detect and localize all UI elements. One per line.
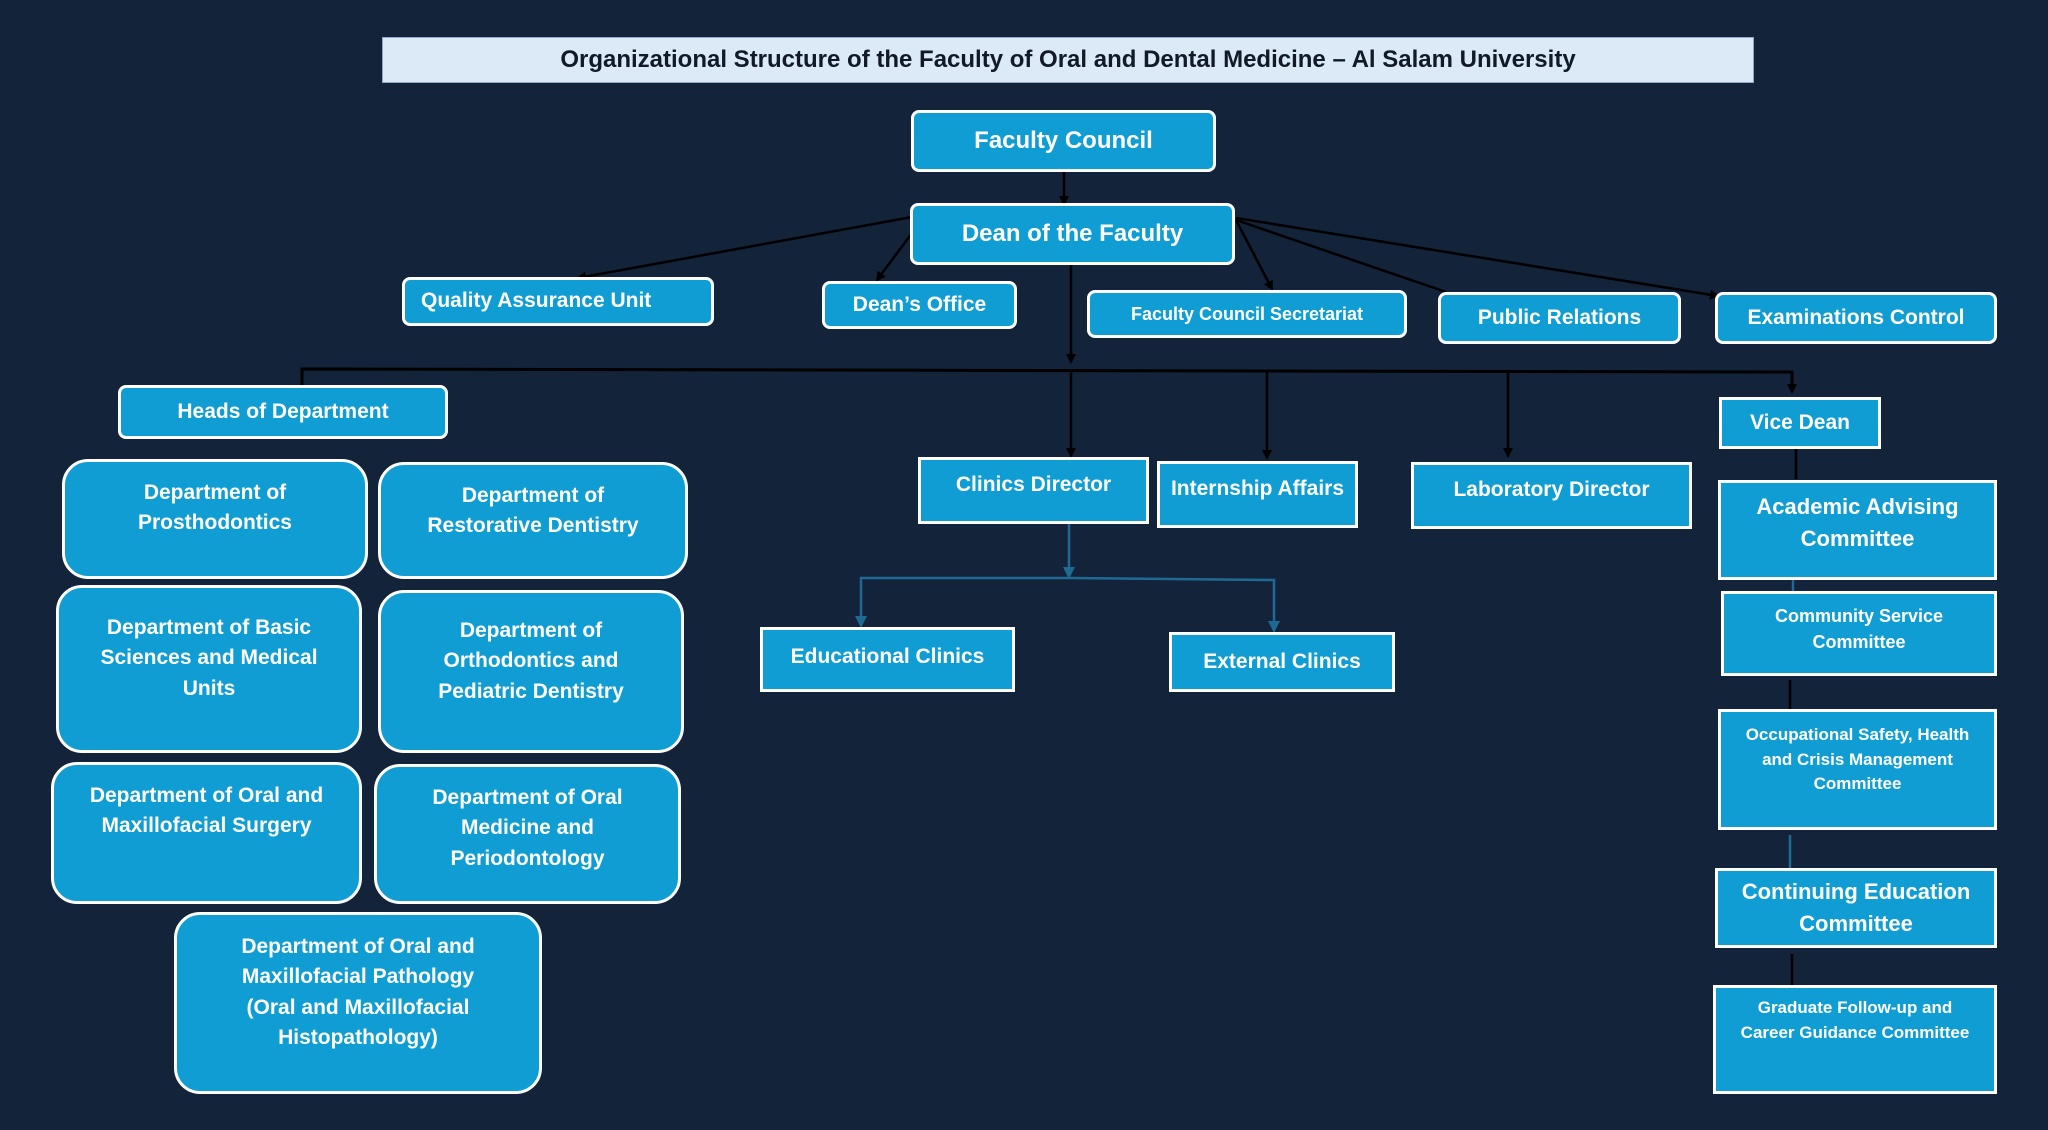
node-laboratory-director[interactable]: Laboratory Director bbox=[1411, 462, 1692, 529]
node-label: Dean’s Office bbox=[852, 292, 987, 316]
node-label: Public Relations bbox=[1477, 305, 1642, 329]
node-label: Graduate Follow-up and Career Guidance C… bbox=[1740, 998, 1970, 1042]
node-label: Occupational Safety, Health and Crisis M… bbox=[1745, 725, 1970, 794]
node-department[interactable]: Department of Prosthodontics bbox=[62, 459, 368, 579]
connector-dean-quality bbox=[576, 215, 913, 282]
node-label: Department of Restorative Dentistry bbox=[427, 484, 639, 538]
node-label: Community Service Committee bbox=[1774, 606, 1944, 653]
node-quality-assurance[interactable]: Quality Assurance Unit bbox=[402, 277, 714, 326]
node-label: Dean of the Faculty bbox=[961, 219, 1184, 247]
chart-title: Organizational Structure of the Faculty … bbox=[382, 37, 1754, 83]
node-department[interactable]: Department of Orthodontics and Pediatric… bbox=[378, 590, 684, 753]
connector-bus bbox=[300, 367, 1797, 394]
node-label: Department of Prosthodontics bbox=[137, 481, 292, 535]
node-label: Department of Basic Sciences and Medical… bbox=[100, 616, 318, 700]
node-council-secretariat[interactable]: Faculty Council Secretariat bbox=[1087, 290, 1407, 338]
node-label: Clinics Director bbox=[955, 473, 1112, 496]
node-department[interactable]: Department of Restorative Dentistry bbox=[378, 462, 688, 579]
node-examinations-control[interactable]: Examinations Control bbox=[1715, 292, 1997, 344]
node-committee[interactable]: Academic Advising Committee bbox=[1718, 480, 1997, 580]
node-label: Heads of Department bbox=[177, 399, 389, 423]
node-label: Vice Dean bbox=[1749, 410, 1850, 434]
node-department[interactable]: Department of Oral Medicine and Periodon… bbox=[374, 764, 681, 904]
node-external-clinics[interactable]: External Clinics bbox=[1169, 632, 1395, 692]
connector-dean-pr bbox=[1235, 218, 1447, 294]
node-public-relations[interactable]: Public Relations bbox=[1438, 292, 1681, 344]
connector-clinics-educational bbox=[855, 576, 1069, 628]
node-committee[interactable]: Continuing Education Committee bbox=[1715, 868, 1997, 948]
node-label: External Clinics bbox=[1203, 649, 1361, 673]
node-internship-affairs[interactable]: Internship Affairs bbox=[1157, 461, 1358, 528]
node-clinics-director[interactable]: Clinics Director bbox=[918, 457, 1149, 524]
node-label: Department of Orthodontics and Pediatric… bbox=[438, 619, 624, 703]
node-faculty-council[interactable]: Faculty Council bbox=[911, 110, 1216, 172]
node-department[interactable]: Department of Oral and Maxillofacial Sur… bbox=[51, 762, 362, 904]
node-committee[interactable]: Community Service Committee bbox=[1721, 591, 1997, 676]
node-label: Academic Advising Committee bbox=[1756, 494, 1959, 551]
node-committee[interactable]: Graduate Follow-up and Career Guidance C… bbox=[1713, 985, 1997, 1094]
node-label: Faculty Council Secretariat bbox=[1130, 303, 1364, 324]
node-label: Department of Oral Medicine and Periodon… bbox=[432, 786, 623, 870]
node-vice-dean[interactable]: Vice Dean bbox=[1719, 397, 1881, 449]
node-label: Department of Oral and Maxillofacial Sur… bbox=[89, 784, 324, 838]
node-deans-office[interactable]: Dean’s Office bbox=[822, 281, 1017, 329]
node-department[interactable]: Department of Basic Sciences and Medical… bbox=[56, 585, 362, 753]
node-label: Faculty Council bbox=[974, 126, 1153, 154]
node-heads-of-department[interactable]: Heads of Department bbox=[118, 385, 448, 439]
node-label: Laboratory Director bbox=[1453, 478, 1650, 501]
connector-clinics-external bbox=[1068, 576, 1280, 633]
node-educational-clinics[interactable]: Educational Clinics bbox=[760, 627, 1015, 692]
connector-dean-secretariat bbox=[1234, 219, 1274, 291]
node-label: Examinations Control bbox=[1747, 305, 1965, 329]
node-label: Continuing Education Committee bbox=[1741, 879, 1971, 936]
node-label: Educational Clinics bbox=[790, 645, 985, 668]
node-dean[interactable]: Dean of the Faculty bbox=[910, 203, 1235, 265]
node-label: Quality Assurance Unit bbox=[421, 289, 652, 313]
node-label: Internship Affairs bbox=[1170, 477, 1345, 500]
node-department[interactable]: Department of Oral and Maxillofacial Pat… bbox=[174, 912, 542, 1094]
node-committee[interactable]: Occupational Safety, Health and Crisis M… bbox=[1718, 709, 1997, 830]
node-label: Department of Oral and Maxillofacial Pat… bbox=[241, 935, 475, 1050]
connector-dean-exams bbox=[1235, 216, 1720, 300]
